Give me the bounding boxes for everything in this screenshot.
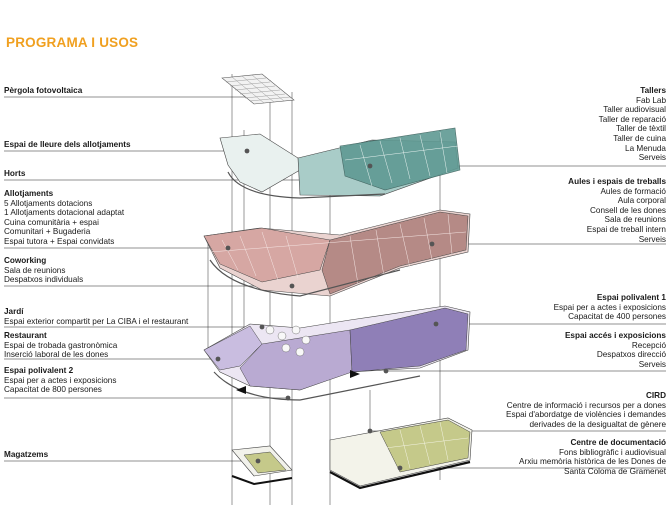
label-allotjaments: Allotjaments 5 Allotjaments dotacions 1 … <box>4 189 125 246</box>
label-magatzems: Magatzems <box>4 450 49 459</box>
label-tallers: Tallers Fab Lab Taller audiovisual Talle… <box>598 86 666 163</box>
ground-floor-polyvalent <box>203 305 471 401</box>
label-polivalent-2: Espai polivalent 2 Espai per a actes i e… <box>4 366 117 395</box>
label-centre-documentacio: Centre de documentació Fons bibliogràfic… <box>519 438 666 476</box>
label-horts: Horts <box>4 169 26 178</box>
label-pergola: Pèrgola fotovoltaica <box>4 86 83 95</box>
middle-floor-housing <box>203 209 471 297</box>
label-restaurant: Restaurant Espai de trobada gastronòmica… <box>4 331 118 360</box>
label-cird: CIRD Centre de informació i recursos per… <box>506 391 666 429</box>
label-polivalent-1: Espai polivalent 1 Espai per a actes i e… <box>553 293 666 322</box>
basement-storage <box>231 445 293 486</box>
basement-cird <box>329 417 473 490</box>
label-leisure-space: Espai de lleure dels allotjaments <box>4 140 131 149</box>
top-floor-workshops <box>219 127 461 199</box>
label-coworking: Coworking Sala de reunions Despatxos ind… <box>4 256 84 285</box>
label-aules: Aules i espais de treballs Aules de form… <box>568 177 666 244</box>
pergola-photovoltaic <box>221 73 295 105</box>
label-acces-exposicions: Espai accés i exposicions Recepció Despa… <box>564 331 666 369</box>
label-jardi: Jardí Espai exterior compartit per La CI… <box>4 307 189 326</box>
page-title: PROGRAMA I USOS <box>6 35 139 50</box>
